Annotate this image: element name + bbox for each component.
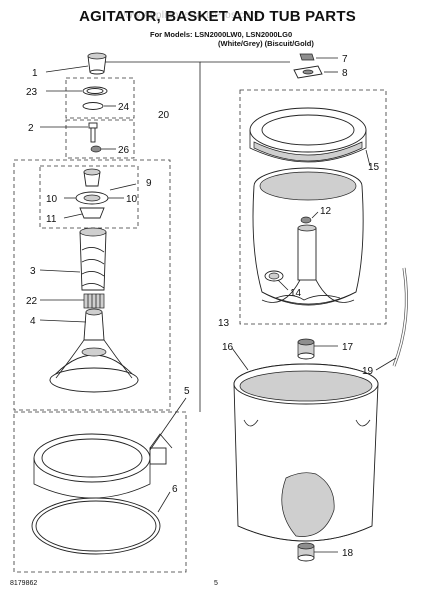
spline-icon bbox=[83, 293, 105, 309]
agitator-base-icon bbox=[49, 308, 139, 393]
callout-13: 13 bbox=[218, 318, 230, 329]
models-line: For Models: LSN2000LW0, LSN2000LG0 bbox=[150, 30, 293, 39]
drain-hose-icon bbox=[392, 267, 408, 367]
group-box-20 bbox=[13, 159, 171, 411]
callout-24: 24 bbox=[118, 102, 130, 113]
group-box-13 bbox=[239, 89, 387, 325]
clip-icon bbox=[299, 53, 315, 61]
group-box-23-24 bbox=[65, 77, 135, 119]
doc-number: 8179862 bbox=[10, 580, 38, 587]
callout-7: 7 bbox=[342, 54, 348, 65]
callout-2: 2 bbox=[28, 123, 34, 134]
callout-11: 11 bbox=[46, 214, 57, 225]
callout-23: 23 bbox=[26, 87, 38, 98]
page-number: 5 bbox=[214, 580, 218, 587]
watermark: www.AppliancePartsPros.com bbox=[118, 10, 260, 21]
tub-ring-icon bbox=[33, 433, 173, 499]
page-title: AGITATOR, BASKET AND TUB PARTS bbox=[79, 8, 356, 25]
callout-16: 16 bbox=[222, 342, 234, 353]
callout-17: 17 bbox=[342, 342, 354, 353]
agitator-barrel-icon bbox=[79, 227, 107, 291]
agitator-bolt-icon bbox=[88, 122, 98, 143]
colors-line: (White/Grey) (Biscuit/Gold) bbox=[218, 39, 314, 48]
callout-1: 1 bbox=[32, 68, 38, 79]
balance-ring-icon bbox=[249, 107, 367, 163]
callout-19: 19 bbox=[362, 366, 374, 377]
group-box-9 bbox=[39, 165, 139, 229]
callout-9: 9 bbox=[146, 178, 152, 189]
coupling-icon bbox=[297, 338, 315, 360]
callout-8: 8 bbox=[342, 68, 348, 79]
callout-20: 20 bbox=[158, 110, 170, 121]
agitator-cap-icon bbox=[87, 52, 107, 75]
o-ring-icon bbox=[82, 102, 104, 110]
group-box-5 bbox=[13, 411, 187, 573]
hub-nut-icon bbox=[300, 216, 312, 224]
callout-10-left: 10 bbox=[46, 194, 58, 205]
callout-4: 4 bbox=[30, 316, 36, 327]
callout-14: 14 bbox=[290, 288, 302, 299]
model-info: For Models: LSN2000LW0, LSN2000LG0 (Whit… bbox=[150, 30, 350, 48]
group-box-2-26 bbox=[65, 119, 135, 159]
connector-line bbox=[100, 61, 201, 412]
callout-10-right: 10 bbox=[126, 194, 138, 205]
outer-tub-icon bbox=[233, 363, 379, 542]
callout-15: 15 bbox=[368, 162, 380, 173]
callout-12: 12 bbox=[320, 206, 332, 217]
grommet-icon bbox=[293, 65, 323, 79]
callout-22: 22 bbox=[26, 296, 38, 307]
callout-26: 26 bbox=[118, 145, 130, 156]
callout-18: 18 bbox=[342, 548, 354, 559]
callout-3: 3 bbox=[30, 266, 36, 277]
agitator-dogs-icon bbox=[75, 168, 109, 219]
callout-5: 5 bbox=[184, 386, 190, 397]
tub-foot-icon bbox=[297, 542, 315, 562]
callout-6: 6 bbox=[172, 484, 178, 495]
washer-icon bbox=[90, 145, 102, 153]
basket-icon bbox=[252, 167, 364, 306]
